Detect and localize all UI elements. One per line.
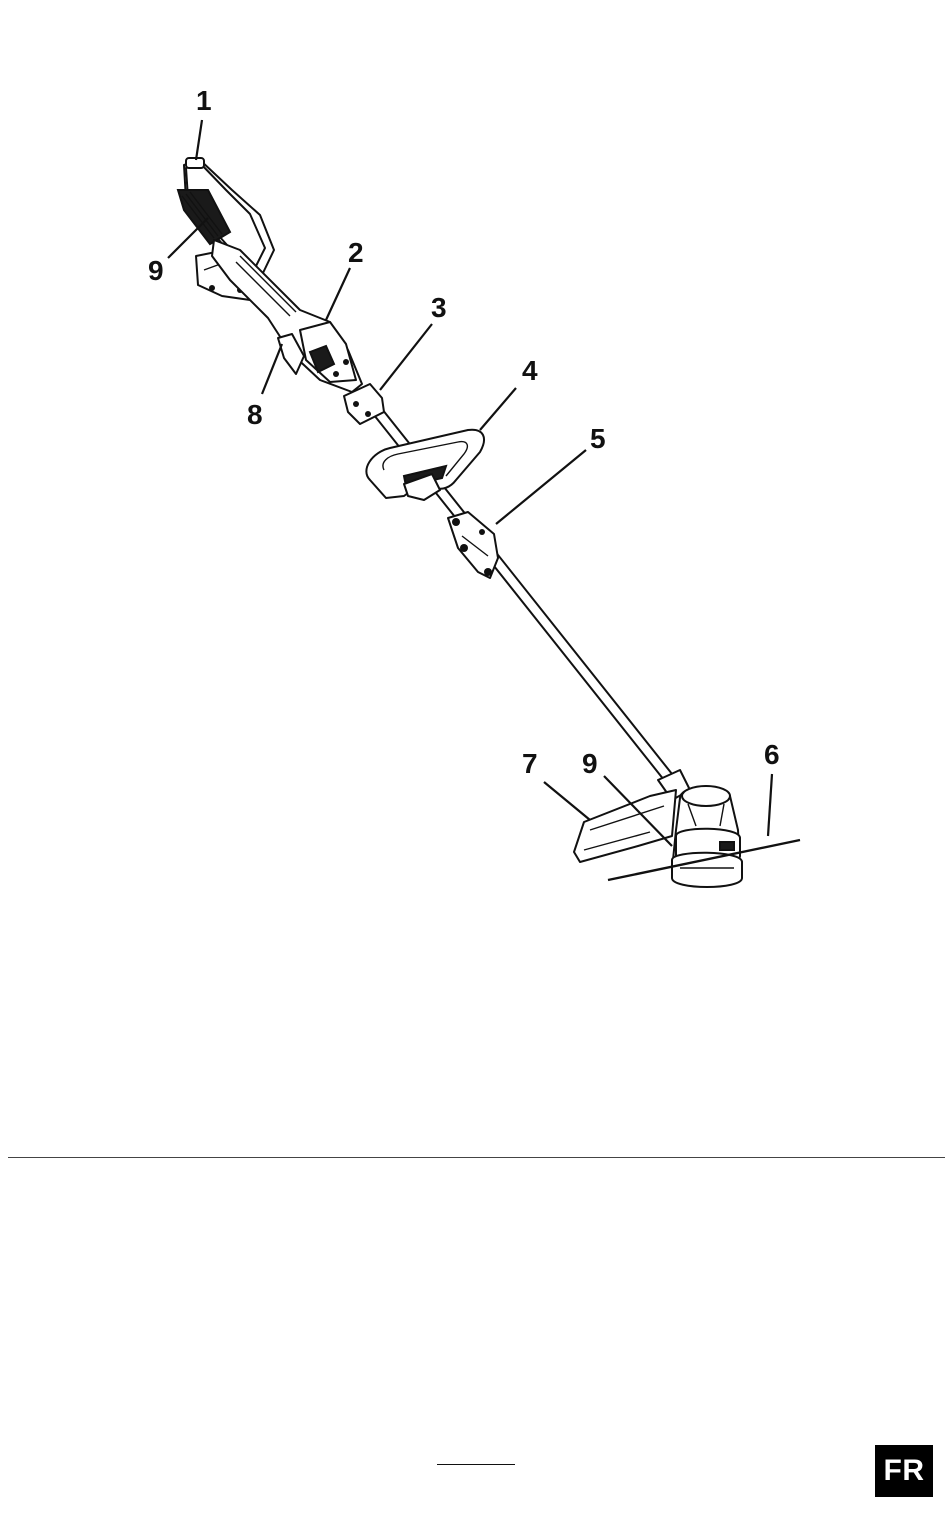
leader-1 xyxy=(196,120,202,160)
leader-9a xyxy=(168,218,208,258)
callout-4: 4 xyxy=(522,355,538,386)
page-number-line xyxy=(437,1464,515,1465)
leader-8 xyxy=(262,344,282,394)
trimmer-illustration xyxy=(178,158,800,887)
leader-3 xyxy=(380,324,432,390)
callout-8: 8 xyxy=(247,399,263,430)
leader-7 xyxy=(544,782,590,820)
rear-handle xyxy=(212,240,362,392)
callout-9-head: 9 xyxy=(582,748,598,779)
shaft-coupler xyxy=(448,512,498,578)
callout-1: 1 xyxy=(196,85,212,116)
callout-3: 3 xyxy=(431,292,447,323)
callout-9-top: 9 xyxy=(148,255,164,286)
section-divider xyxy=(8,1157,945,1158)
grass-guard xyxy=(574,790,676,862)
callout-6: 6 xyxy=(764,739,780,770)
leader-5 xyxy=(496,450,586,524)
callout-2: 2 xyxy=(348,237,364,268)
callout-5: 5 xyxy=(590,423,606,454)
leader-4 xyxy=(480,388,516,430)
front-handle xyxy=(366,430,484,500)
leader-6 xyxy=(768,774,772,836)
leader-2 xyxy=(326,268,350,320)
callout-7: 7 xyxy=(522,748,538,779)
language-badge: FR xyxy=(875,1445,933,1497)
